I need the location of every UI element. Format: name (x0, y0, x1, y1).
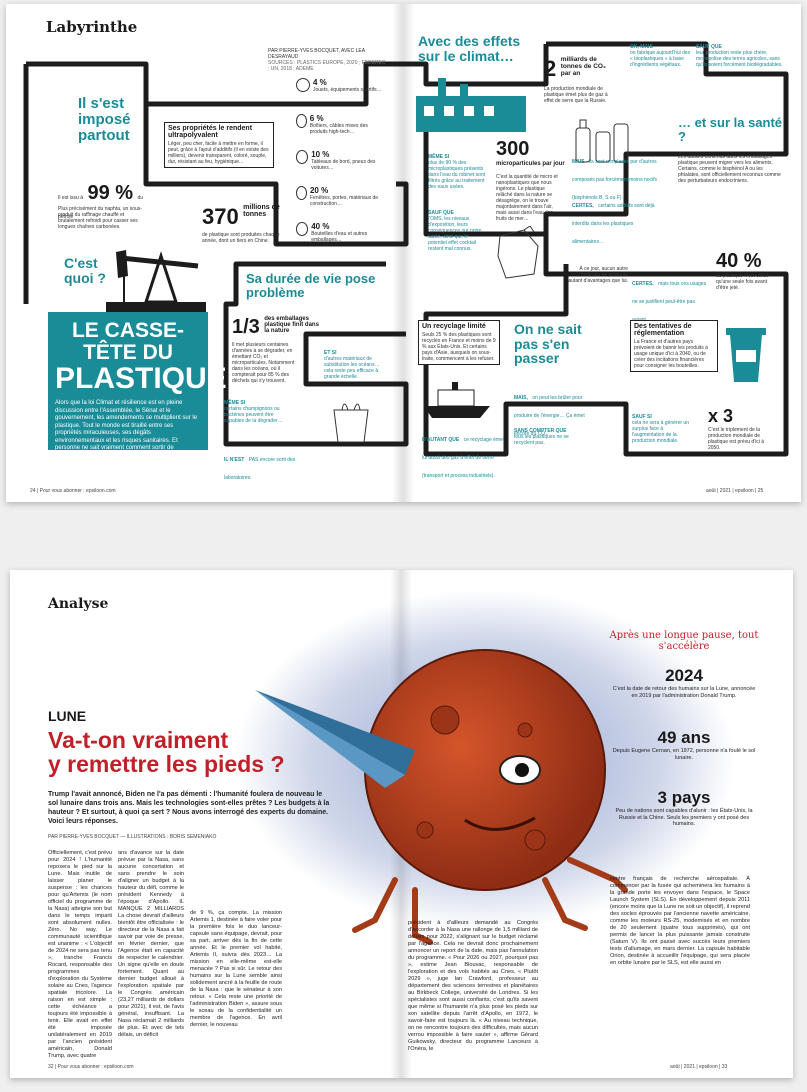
article-column-1: Officiellement, c'est prévu pour 2024 ! … (48, 850, 112, 1059)
article-kicker: LUNE (48, 708, 87, 724)
lifespan-text: Il met plusieurs centaines d'années à se… (232, 342, 295, 384)
stat-block: 49 ans Depuis Eugene Cernan, en 1972, pe… (609, 728, 759, 761)
article-column-3: de 9 %, ça compte. La mission Artemis 1,… (190, 910, 282, 1028)
feature-title: LE CASSE-TÊTE DU PLASTIQUE (55, 319, 227, 395)
co2-stat: 2 milliards de tonnes de CO₂ par an (544, 56, 606, 81)
feature-title-box: LE CASSE-TÊTE DU PLASTIQUE Alors que la … (48, 312, 227, 459)
recycling-box: Un recyclage limité Seuls 25 % des plast… (418, 320, 500, 365)
bioplastic-rebuttal: SAUF QUE leur production reste plus chèr… (696, 44, 783, 68)
cannot-do-without-heading: On ne sait pas s'en passer (514, 321, 582, 367)
sidebar-title: Après une longue pause, tout s'accélère (609, 630, 759, 652)
article-byline: PAR PIERRE-YVES BOCQUET — ILLUSTRATIONS … (48, 834, 217, 840)
usage-note: CERTES, mais tous ces usages ne se justi… (632, 281, 707, 323)
oil-pump-icon (106, 250, 206, 312)
labyrinth-path (23, 41, 789, 457)
oil-text: Plus précisément du naphta, un sous-prod… (58, 206, 142, 230)
not-recyclable-note: SANS COMPTER QUE tous les plastiques ne … (514, 428, 569, 446)
impose-heading: Il s'est imposé partout (78, 95, 131, 144)
use-item: 40 %Bouteilles d'eau et autres emballage… (296, 222, 386, 243)
bisphenol-note: MAIS ils sont remplacés par d'autres com… (572, 159, 658, 201)
health-heading: … et sur la santé ? (678, 115, 783, 144)
lifespan-heading: Sa durée de vie pose problème (246, 271, 376, 300)
properties-text: Léger, peu cher, facile à mettre en form… (168, 141, 269, 165)
bacteria-note: MÊME SI certains champignons ou bactérie… (224, 400, 283, 424)
production-text: de plastique sont produites chaque année… (202, 232, 280, 244)
health-text: Les additifs contenus dans les emballage… (678, 154, 781, 184)
sources: SOURCES : PLASTICS EUROPE, 2020 ; FEDERE… (268, 60, 386, 72)
factory-icon (416, 78, 526, 132)
surplus-note: SAUF SI cela ne sera à générer un surplu… (632, 414, 689, 444)
window-icon (296, 186, 307, 200)
moon-spread: Analyse LUNE Va-t-on vraiment y r (10, 570, 793, 1078)
tapwater-note: MÊME SI plus de 90 % des microplastiques… (428, 154, 486, 190)
use-item: 4 %Jouets, équipements sportifs… (296, 78, 382, 93)
use-item: 20 %Fenêtres, portes, matériaux de const… (296, 186, 386, 207)
recycling-emissions-note: D'AUTANT QUE ce recyclage émet lui aussi… (422, 437, 505, 479)
rubric-title: Labyrinthe (46, 18, 138, 36)
stat-block: 2024 C'est la date de retour des humains… (609, 666, 759, 699)
lifespan-stat: 1/3 des emballages plastique finit dans … (232, 316, 319, 338)
irreplaceable-text: À ce jour, aucun autre matériau ne prése… (568, 266, 628, 284)
article-column-5: centre français de recherche aérospatial… (610, 876, 750, 966)
feature-intro: Alors que la loi Climat et résilience es… (55, 400, 198, 459)
bottle-icon (296, 222, 309, 236)
uses-list: 4 %Jouets, équipements sportifs… 6 %Boît… (296, 78, 386, 258)
article-title: Va-t-on vraiment y remettre les pieds ? (48, 727, 285, 777)
folio-right: août | 2021 | epsiloon | 33 (670, 1064, 728, 1070)
plastic-bag-icon (333, 403, 369, 443)
folio-right: août | 2021 | epsiloon | 25 (706, 488, 764, 494)
stat-text: C'est la date de retour des humains sur … (612, 686, 756, 699)
stat-value: 3 pays (657, 788, 711, 807)
rubric-title: Analyse (48, 596, 109, 612)
triple-stat: x 3 C'est le triplement de la production… (708, 406, 764, 451)
microparticles-text: C'est la quantité de micro et nanoplasti… (496, 174, 558, 222)
use-item: 10 %Tableaux de bord, pneus des voitures… (296, 150, 386, 171)
stat-block: 3 pays Peu de nations sont capables d'al… (609, 788, 759, 828)
oms-note: SAUF QUE l'OMS, les niveaux d'exposition… (428, 210, 482, 252)
single-use-stat: 40 % du plastique n'est utilisé qu'une s… (716, 250, 769, 291)
use-item: 6 %Boîtiers, câbles mixes des produits h… (296, 114, 386, 135)
stat-value: 49 ans (657, 728, 711, 747)
climate-heading: Avec des effets sur le climat… (418, 33, 521, 64)
folio-left: 32 | Pour vous abonner : epsiloon.com (48, 1064, 134, 1070)
stat-text: Depuis Eugene Cernan, en 1972, personne … (612, 748, 756, 761)
properties-box: Ses propriétés le rendent ultrapolyvalen… (164, 122, 274, 168)
device-icon (296, 114, 307, 128)
lab-note: IL N'EST PAS encore sorti des laboratoir… (224, 457, 296, 481)
ship-icon (424, 382, 490, 418)
regulation-box: Des tentatives de réglementation La Fran… (630, 320, 718, 372)
substitution-note: ET SI d'autres matériaux de substitution… (324, 350, 380, 380)
folio-left: 24 | Pour vous abonner : epsiloon.com (30, 488, 116, 494)
moon-illustration (235, 590, 735, 945)
cup-icon (726, 328, 766, 382)
stat-text: Peu de nations sont capables d'alunir : … (615, 808, 753, 827)
crushed-bottle-icon (497, 226, 539, 279)
oil-pct: 99 % (87, 182, 134, 204)
toy-icon (296, 78, 310, 92)
bioplastic-note: OK, MAIS on fabrique aujourd'hui des « b… (630, 44, 691, 68)
article-standfirst: Trump l'avait annoncé, Biden ne l'a pas … (48, 791, 330, 825)
byline: PAR PIERRE-YVES BOCQUET, AVEC LEA DESRAY… (268, 48, 365, 60)
car-icon (296, 150, 309, 164)
additives-note: CERTES, certains additifs sont déjà inte… (572, 203, 655, 245)
microparticles-stat: 300 microparticules par jour (496, 138, 565, 167)
properties-title: Ses propriétés le rendent ultrapolyvalen… (168, 125, 253, 139)
article-column-4: président à d'ailleurs demandé au Congrè… (408, 920, 538, 1052)
quoi-heading: C'est quoi ? (64, 255, 106, 286)
stat-value: 2024 (665, 666, 703, 685)
production-stat: 370 millions de tonnes (202, 204, 280, 229)
article-column-2: ans d'avance sur la date prévue par la N… (118, 850, 184, 1038)
burning-note: MAIS, on peut les brûler pour produire d… (514, 395, 585, 437)
co2-text: La production mondiale de plastique émet… (544, 86, 608, 104)
oil-stat: Il est issu à 99 % du pétrole (58, 182, 144, 220)
labyrinth-spread: Labyrinthe PAR PIERRE-YVES BOCQUET, AVEC… (6, 4, 801, 502)
bottles-icon (575, 119, 629, 163)
